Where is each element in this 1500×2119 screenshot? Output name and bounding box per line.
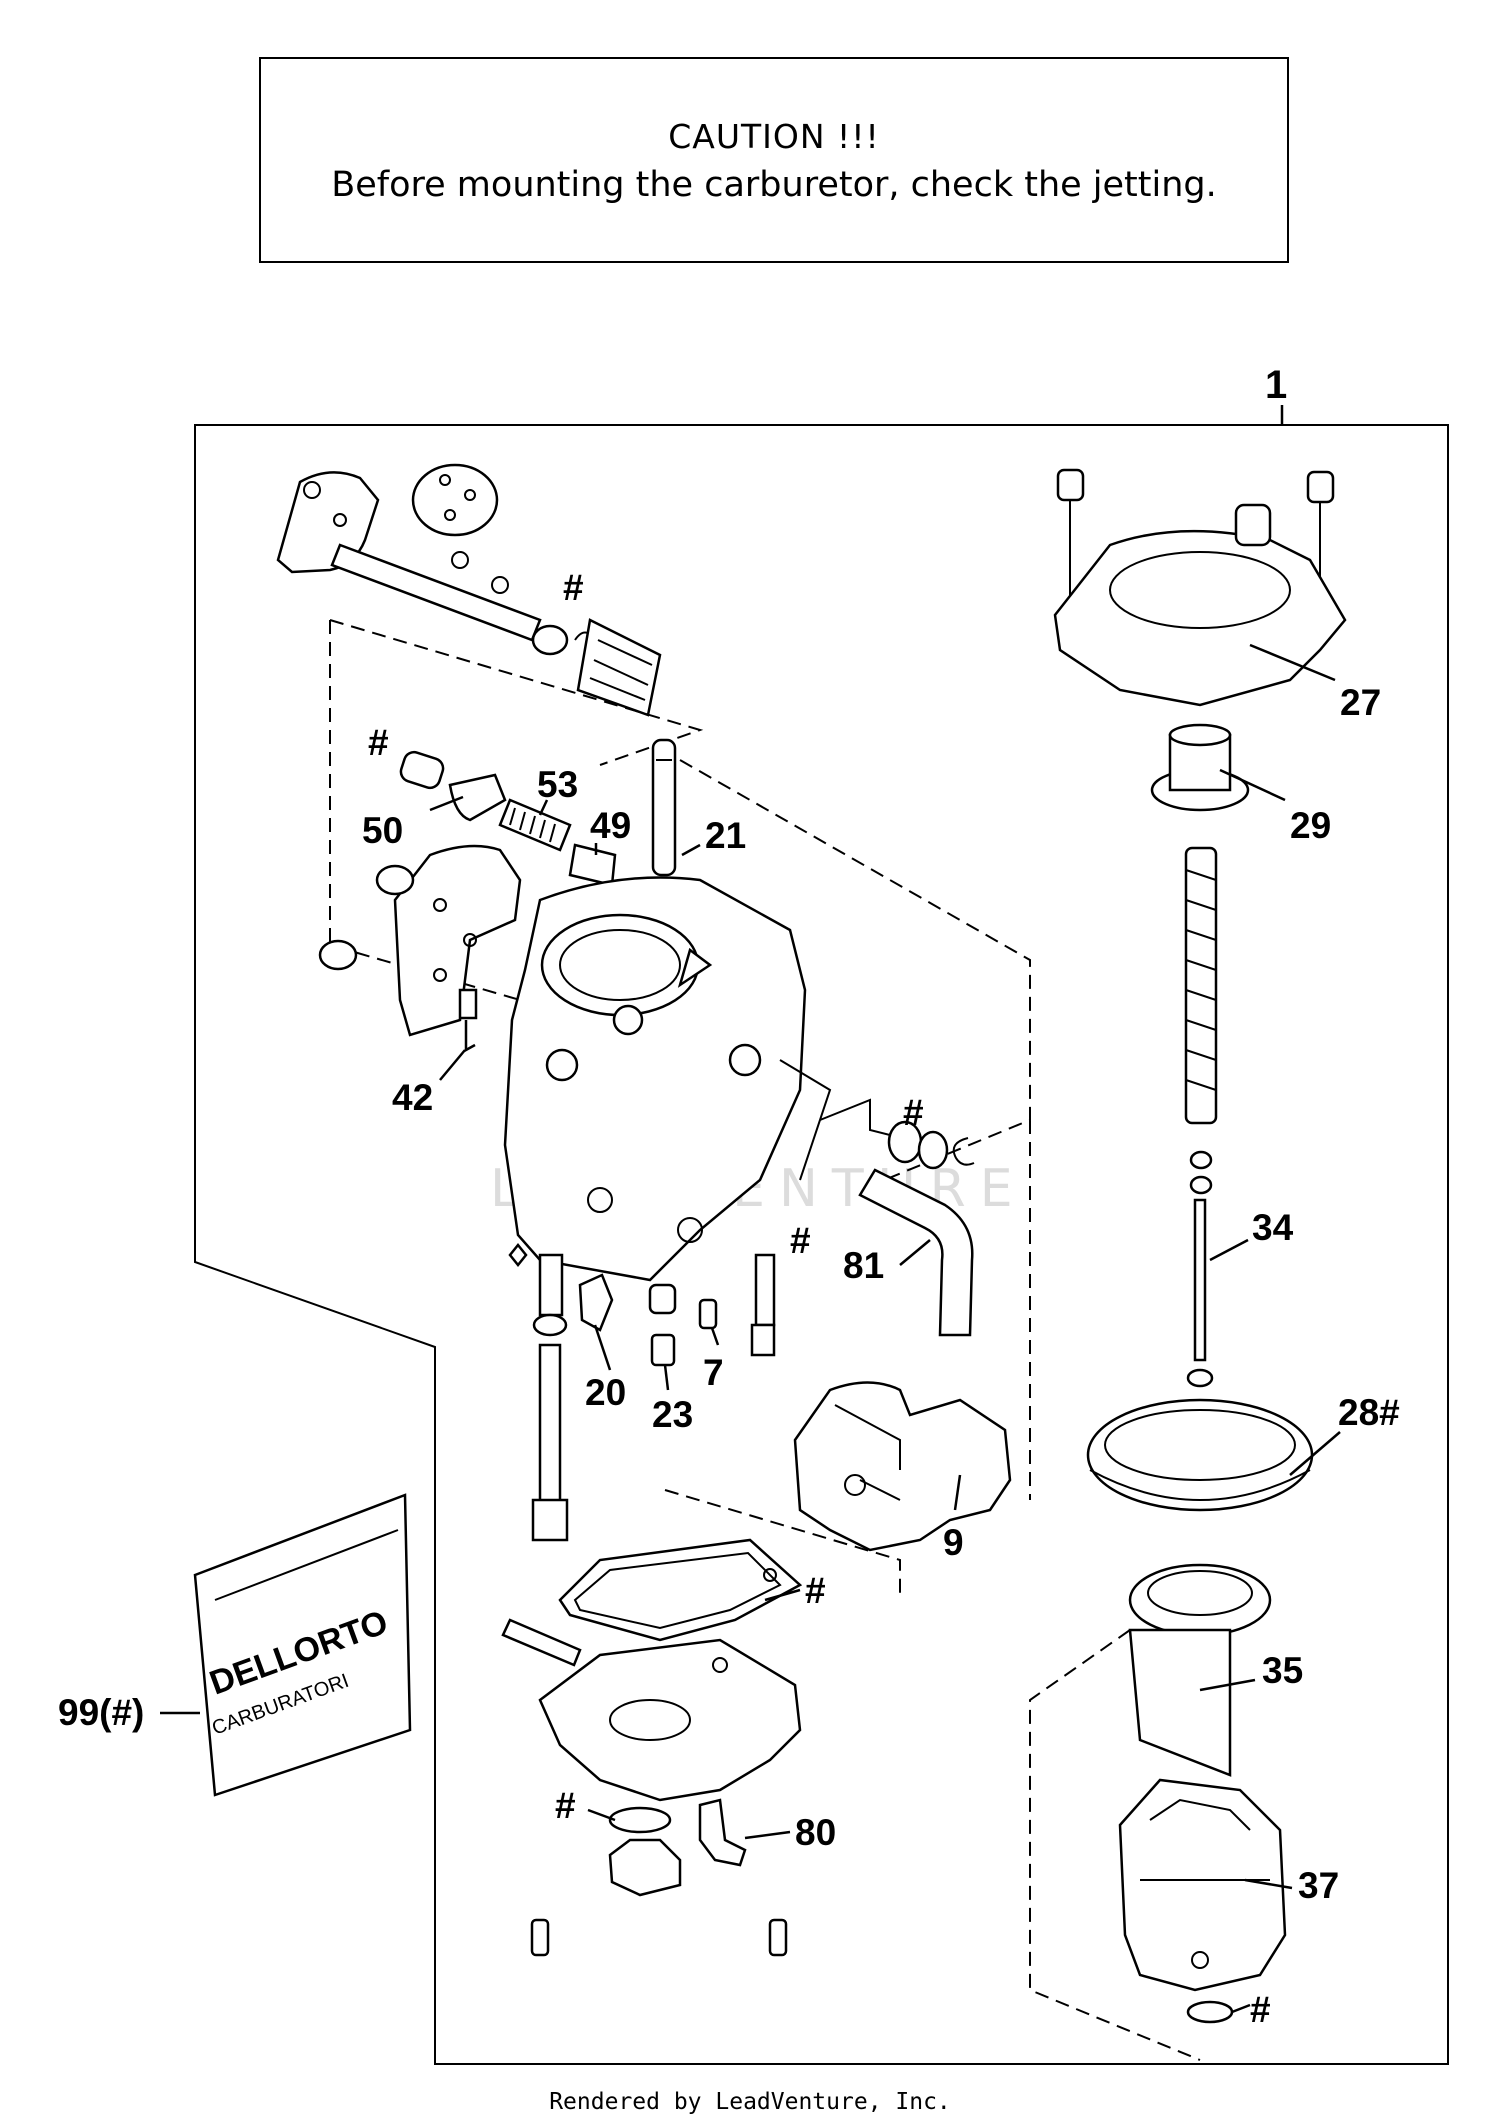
label-81: 81 xyxy=(843,1245,884,1286)
label-hash-filter: # xyxy=(563,567,584,608)
jet-kit-bag: DELLORTO CARBURATORI xyxy=(193,1493,412,1797)
label-42: 42 xyxy=(392,1077,433,1118)
label-hash-oring: # xyxy=(903,1092,924,1133)
dash-guide-top xyxy=(329,619,704,766)
caution-text: Before mounting the carburetor, check th… xyxy=(331,165,1217,205)
housing-37 xyxy=(1118,1778,1287,2024)
diaphragm-28 xyxy=(1086,1398,1314,1512)
dash-guide-right-column xyxy=(1029,1629,1201,2061)
label-23: 23 xyxy=(652,1394,693,1435)
idle-jet-parts xyxy=(399,750,617,887)
float-bowl xyxy=(501,1618,802,1802)
label-28: 28# xyxy=(1338,1392,1400,1433)
float-9 xyxy=(793,1381,1012,1552)
lower-jets xyxy=(508,1242,776,1542)
label-9: 9 xyxy=(943,1522,964,1563)
label-1: 1 xyxy=(1265,363,1287,407)
label-21: 21 xyxy=(705,815,746,856)
needle-21 xyxy=(651,738,677,877)
label-80: 80 xyxy=(795,1812,836,1853)
label-7: 7 xyxy=(703,1352,724,1393)
label-37: 37 xyxy=(1298,1865,1339,1906)
slide-35 xyxy=(1128,1563,1272,1777)
filter-spring xyxy=(531,618,662,717)
hose-81 xyxy=(858,1168,974,1337)
label-99: 99(#) xyxy=(58,1692,144,1733)
label-53: 53 xyxy=(537,764,578,805)
label-35: 35 xyxy=(1262,1650,1303,1691)
needle-34 xyxy=(1186,1198,1214,1388)
dash-guide-bowl xyxy=(664,1489,901,1600)
assembly-outline xyxy=(194,424,1449,2065)
label-hash-small: # xyxy=(790,1220,811,1261)
label-50: 50 xyxy=(362,810,403,851)
label-27: 27 xyxy=(1340,682,1381,723)
label-20: 20 xyxy=(585,1372,626,1413)
label-49: 49 xyxy=(590,805,631,846)
top-cap-27 xyxy=(1053,468,1347,707)
oring-clip xyxy=(819,1098,975,1170)
bowl-gasket xyxy=(558,1538,803,1642)
throttle-shaft-assembly xyxy=(276,463,542,642)
caution-title: CAUTION !!! xyxy=(668,117,880,156)
side-cover-plate xyxy=(318,844,522,1037)
dash-guide-right xyxy=(679,759,1031,1500)
spring xyxy=(1184,846,1218,1195)
label-hash-jet: # xyxy=(368,722,389,763)
label-hash-bowl: # xyxy=(555,1785,576,1826)
label-hash-gasket: # xyxy=(805,1570,826,1611)
label-29: 29 xyxy=(1290,805,1331,846)
bowl-oring-drain xyxy=(530,1798,788,1957)
carburetor-body xyxy=(503,876,832,1282)
caution-box: CAUTION !!! Before mounting the carburet… xyxy=(259,57,1289,263)
part-29 xyxy=(1150,723,1250,812)
label-hash-bottom: # xyxy=(1250,1989,1271,2030)
label-34: 34 xyxy=(1252,1207,1294,1248)
footer-credit: Rendered by LeadVenture, Inc. xyxy=(549,2089,951,2115)
screw-42 xyxy=(458,988,478,1020)
